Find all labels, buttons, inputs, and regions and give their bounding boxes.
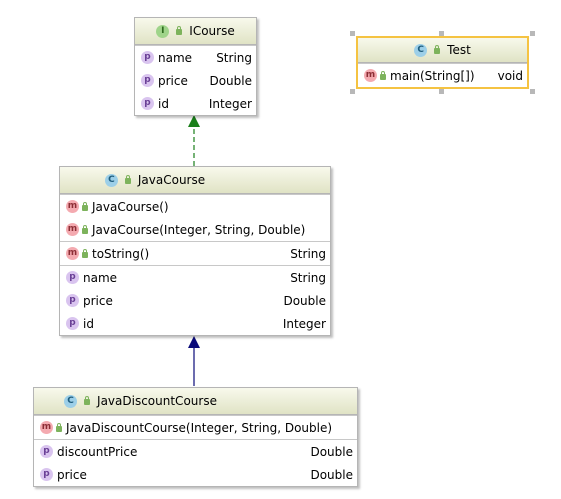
lock-icon (380, 70, 386, 80)
method-icon: m (40, 421, 53, 434)
method-icon: m (66, 200, 79, 213)
selection-handle[interactable] (439, 89, 444, 94)
method-icon: m (66, 223, 79, 236)
field-icon: p (40, 468, 53, 481)
constructor-name: JavaDiscountCourse(Integer, String, Doub… (66, 420, 333, 435)
icourse-header: I ICourse (135, 18, 256, 45)
field-type: Double (310, 467, 353, 482)
javacourse-title: JavaCourse (137, 173, 206, 187)
field-name: name (83, 270, 118, 285)
field-name: price (158, 73, 188, 88)
constructor-row[interactable]: m JavaDiscountCourse(Integer, String, Dou… (34, 416, 357, 439)
field-type: String (216, 50, 252, 65)
javadiscountcourse-constructors: m JavaDiscountCourse(Integer, String, Dou… (34, 415, 357, 439)
field-icon: p (66, 317, 79, 330)
lock-icon (176, 26, 183, 35)
selection-handle[interactable] (350, 31, 355, 36)
javacourse-methods: m toString() String (60, 241, 330, 265)
field-type: Integer (208, 96, 252, 111)
field-icon: p (66, 271, 79, 284)
class-icon: C (64, 394, 78, 408)
javadiscountcourse-header: C JavaDiscountCourse (34, 388, 357, 415)
lock-icon (434, 45, 441, 54)
field-icon: p (141, 74, 154, 87)
method-row[interactable]: m main(String[]) void (358, 64, 527, 87)
field-row[interactable]: p discountPrice Double (34, 440, 357, 463)
constructor-row[interactable]: m JavaCourse() (60, 195, 330, 218)
constructor-name: JavaCourse(Integer, String, Double) (92, 222, 306, 237)
field-name: id (158, 96, 169, 111)
class-icon: C (104, 173, 118, 187)
method-name: main(String[]) (390, 68, 475, 83)
selection-handle[interactable] (530, 89, 535, 94)
test-header: C Test (358, 38, 527, 63)
lock-icon (82, 201, 88, 211)
constructor-row[interactable]: m JavaCourse(Integer, String, Double) (60, 218, 330, 241)
field-type: Integer (282, 316, 326, 331)
selection-handle[interactable] (530, 31, 535, 36)
field-name: discountPrice (57, 444, 138, 459)
field-type: Double (283, 293, 326, 308)
field-name: price (83, 293, 113, 308)
field-name: id (83, 316, 94, 331)
field-icon: p (141, 97, 154, 110)
implements-arrowhead (188, 115, 200, 127)
field-type: String (290, 270, 326, 285)
field-icon: p (40, 445, 53, 458)
field-type: Double (310, 444, 353, 459)
selection-handle[interactable] (439, 31, 444, 36)
selection-handle[interactable] (350, 89, 355, 94)
lock-icon (56, 422, 62, 432)
constructor-name: JavaCourse() (92, 199, 169, 214)
extends-arrowhead (188, 336, 200, 348)
javadiscountcourse-title: JavaDiscountCourse (97, 394, 217, 408)
method-type: void (497, 68, 523, 83)
test-title: Test (447, 43, 471, 57)
field-type: Double (209, 73, 252, 88)
method-icon: m (66, 247, 79, 260)
field-name: name (158, 50, 193, 65)
method-type: String (290, 246, 326, 261)
field-icon: p (141, 51, 154, 64)
test-methods: m main(String[]) void (358, 63, 527, 87)
lock-icon (82, 248, 88, 258)
field-icon: p (66, 294, 79, 307)
icourse-title: ICourse (189, 24, 235, 38)
test-class-box[interactable]: C Test m main(String[]) void (356, 36, 529, 89)
javacourse-header: C JavaCourse (60, 167, 330, 194)
interface-icon: I (156, 24, 170, 38)
field-name: price (57, 467, 87, 482)
method-row[interactable]: m toString() String (60, 242, 330, 265)
class-test-icon: C (414, 43, 428, 57)
lock-icon (84, 396, 91, 405)
lock-icon (124, 175, 131, 184)
method-name: toString() (92, 246, 150, 261)
method-icon: m (364, 69, 377, 82)
javadiscountcourse-class-box[interactable]: C JavaDiscountCourse m JavaDiscountCourse… (33, 387, 358, 487)
lock-icon (82, 224, 88, 234)
